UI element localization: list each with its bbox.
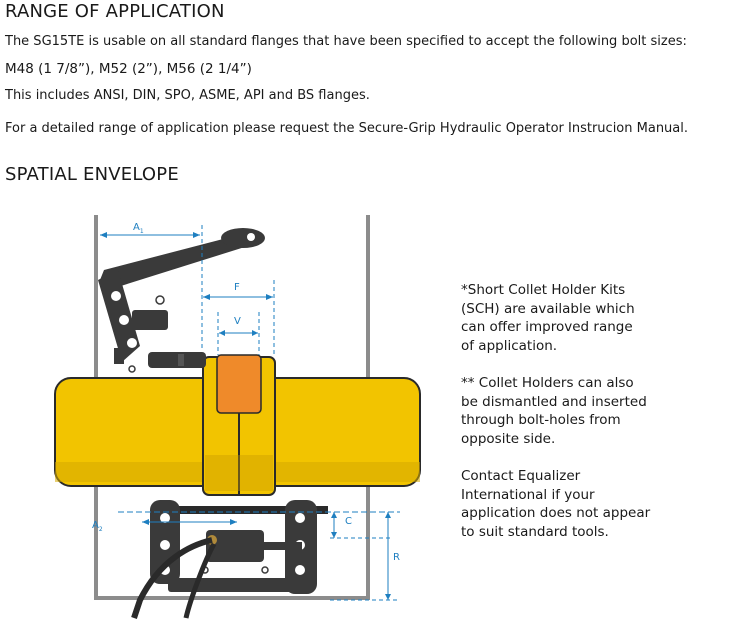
upper-tool-arm bbox=[100, 228, 265, 290]
manual-request-line: For a detailed range of application plea… bbox=[5, 121, 689, 136]
note-short-collet-kits: *Short Collet Holder Kits (SCH) are avai… bbox=[461, 281, 711, 355]
intro-paragraph: The SG15TE is usable on all standard fla… bbox=[5, 34, 687, 49]
note-line: (SCH) are available which bbox=[461, 300, 635, 317]
note-line: to suit standard tools. bbox=[461, 523, 609, 540]
note-line: application does not appear bbox=[461, 505, 651, 521]
note-line: International if your bbox=[461, 486, 595, 503]
dimension-arrowheads bbox=[100, 232, 391, 600]
heading-spatial-envelope: SPATIAL ENVELOPE bbox=[5, 164, 179, 185]
note-line: can offer improved range bbox=[461, 319, 633, 335]
note-contact-equalizer: Contact Equalizer International if your … bbox=[461, 467, 711, 541]
upper-collet-holder bbox=[98, 270, 206, 373]
flanges-line: This includes ANSI, DIN, SPO, ASME, API … bbox=[5, 88, 370, 103]
note-line: be dismantled and inserted bbox=[461, 393, 647, 410]
flange bbox=[202, 354, 276, 496]
dim-label-r: R bbox=[393, 552, 400, 563]
note-line: Contact Equalizer bbox=[461, 468, 581, 484]
note-line: *Short Collet Holder Kits bbox=[461, 282, 626, 298]
note-collet-holders: ** Collet Holders can also be dismantled… bbox=[461, 374, 711, 448]
note-line: through bolt-holes from bbox=[461, 412, 621, 428]
heading-range-of-application: RANGE OF APPLICATION bbox=[5, 1, 225, 22]
dim-label-c: C bbox=[345, 516, 352, 527]
dim-label-a2: A2 bbox=[92, 520, 103, 533]
spatial-envelope-diagram: A1 F V A2 C R bbox=[54, 215, 421, 619]
dim-label-a1: A1 bbox=[133, 222, 144, 235]
bolt-sizes-line: M48 (1 7/8”), M52 (2”), M56 (2 1/4”) bbox=[5, 61, 252, 77]
dim-label-f: F bbox=[234, 282, 240, 293]
note-line: of application. bbox=[461, 337, 558, 354]
lower-tool bbox=[131, 500, 328, 619]
dim-label-v: V bbox=[234, 316, 241, 327]
note-line: ** Collet Holders can also bbox=[461, 375, 634, 391]
note-line: opposite side. bbox=[461, 430, 556, 447]
dimension-lines bbox=[100, 225, 400, 601]
